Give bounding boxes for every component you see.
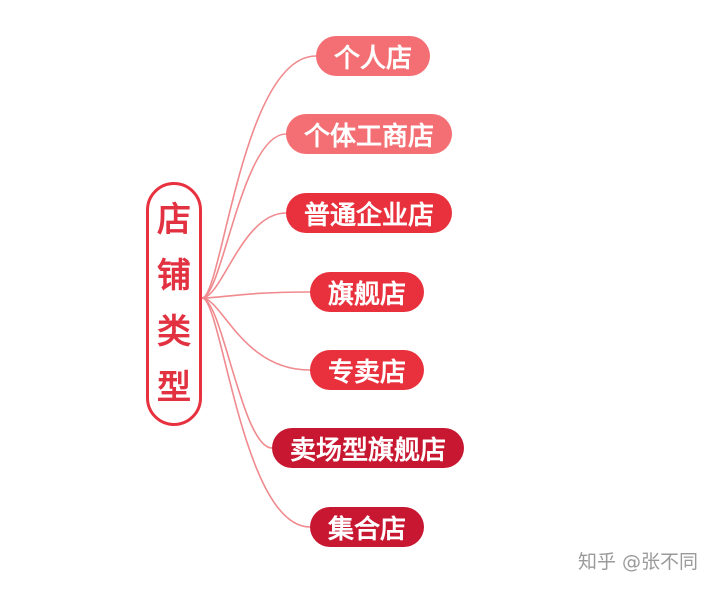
connector-lines bbox=[201, 55, 317, 528]
branch-node-enterprise-store: 普通企业店 bbox=[286, 193, 453, 233]
connector-line-0 bbox=[201, 55, 317, 299]
branch-node-mall-flagship-store: 卖场型旗舰店 bbox=[272, 428, 465, 468]
connector-line-3 bbox=[201, 291, 311, 299]
connector-line-5 bbox=[201, 297, 273, 449]
branch-node-flagship-store: 旗舰店 bbox=[310, 272, 425, 312]
zhihu-watermark: 知乎 @张不同 bbox=[577, 551, 698, 573]
branch-node-specialty-store: 专卖店 bbox=[310, 350, 425, 390]
root-char-3: 类 bbox=[157, 312, 191, 352]
branch-node-personal-store: 个人店 bbox=[316, 36, 431, 76]
connector-line-6 bbox=[201, 297, 311, 528]
connector-line-1 bbox=[201, 133, 287, 299]
root-node-shop-type: 店 铺 类 型 bbox=[146, 182, 202, 426]
root-char-4: 型 bbox=[157, 368, 191, 408]
connector-line-4 bbox=[201, 297, 311, 371]
branch-node-collection-store: 集合店 bbox=[310, 507, 425, 547]
root-char-1: 店 bbox=[157, 200, 191, 240]
root-char-2: 铺 bbox=[157, 256, 191, 296]
connector-line-2 bbox=[201, 212, 287, 299]
branch-node-individual-business-store: 个体工商店 bbox=[286, 114, 453, 154]
